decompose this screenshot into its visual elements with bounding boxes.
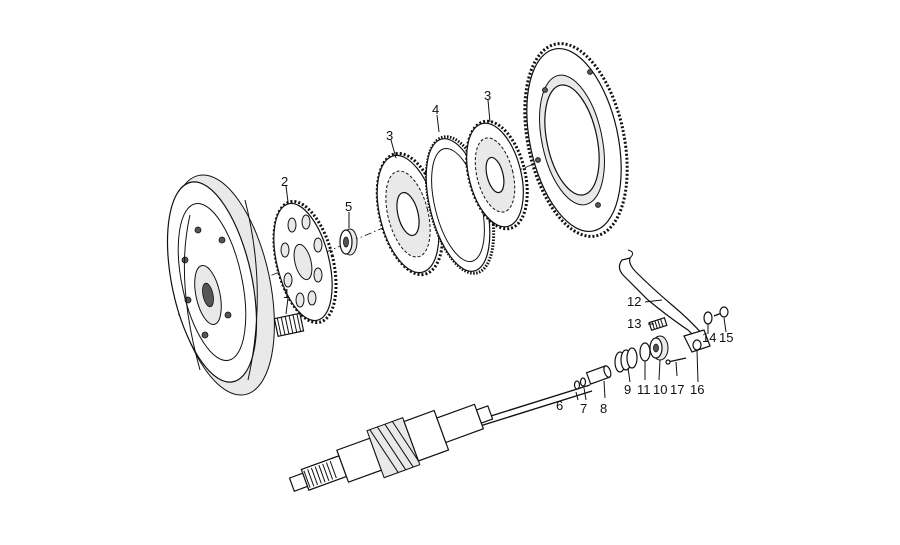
leader-lines <box>285 99 727 401</box>
label-14: 14 <box>702 330 716 345</box>
part-13-spring <box>648 316 668 332</box>
label-9: 9 <box>624 382 631 397</box>
label-8: 8 <box>600 401 607 416</box>
callout-labels: 2 1 5 3 4 3 6 7 8 9 11 10 17 12 13 14 15… <box>281 88 733 416</box>
part-3-friction-disc-right <box>465 119 529 231</box>
part-11-ring <box>639 342 651 362</box>
label-7: 7 <box>580 401 587 416</box>
label-6: 6 <box>556 398 563 413</box>
part-1-spring <box>273 312 305 338</box>
label-13: 13 <box>627 316 641 331</box>
part-14-nut <box>703 311 713 325</box>
label-12: 12 <box>627 294 641 309</box>
label-5: 5 <box>345 199 352 214</box>
label-1: 1 <box>283 286 290 301</box>
flywheel-housing <box>166 174 275 396</box>
label-3-left: 3 <box>386 128 393 143</box>
part-17-pin <box>665 357 687 365</box>
ring-gear <box>523 42 629 238</box>
part-6-shaft <box>288 384 593 492</box>
part-15-bolt <box>713 306 729 318</box>
label-10: 10 <box>653 382 667 397</box>
part-16-fork-end <box>692 339 702 351</box>
label-11: 11 <box>637 382 651 397</box>
part-7-washers <box>573 377 587 390</box>
label-2: 2 <box>281 174 288 189</box>
label-4: 4 <box>432 102 439 117</box>
part-9-washer-stack <box>614 347 638 373</box>
label-16: 16 <box>690 382 704 397</box>
part-8-sleeve <box>585 365 612 385</box>
label-15: 15 <box>719 330 733 345</box>
part-10-bearing <box>649 335 669 361</box>
label-3-right: 3 <box>484 88 491 103</box>
part-2-drive-plate <box>272 199 338 325</box>
part-5-hub <box>339 228 358 256</box>
label-17: 17 <box>670 382 684 397</box>
